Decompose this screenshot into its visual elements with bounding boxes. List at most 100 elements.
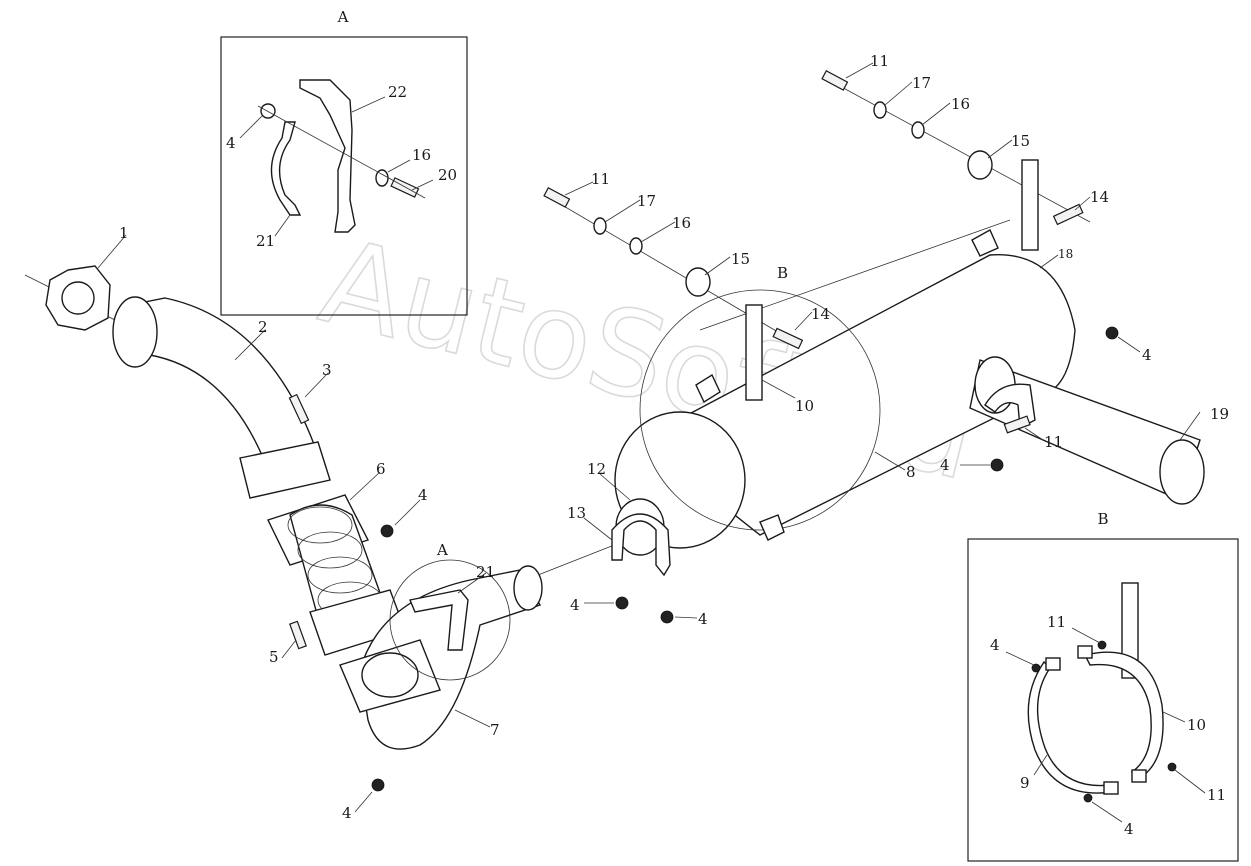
main-marker-a: A xyxy=(436,541,448,559)
bolt-14-left xyxy=(772,327,804,350)
nut-4-clamp-right xyxy=(660,610,674,624)
detail-b-label-11-upper: 11 xyxy=(1047,613,1066,631)
label-3: 3 xyxy=(322,361,332,379)
assembly-axis xyxy=(257,105,426,199)
label-4-upper-right: 4 xyxy=(1142,346,1152,364)
pipe-2-outlet-flange xyxy=(239,441,331,499)
ear-lower-left xyxy=(1103,781,1119,795)
pipe-2 xyxy=(129,297,319,471)
bolt-11-right xyxy=(821,70,849,91)
elbow-7-outlet xyxy=(513,565,543,611)
detail-a-label-22: 22 xyxy=(388,83,407,101)
label-4-tail: 4 xyxy=(940,456,950,474)
detail-a-inset: A 4 22 16 20 21 xyxy=(220,8,468,316)
detail-a-callout-circle xyxy=(389,559,511,681)
bracket-10-tab-2 xyxy=(759,514,785,541)
label-19: 19 xyxy=(1210,405,1229,423)
label-18: 18 xyxy=(1058,247,1073,261)
bellows-6-ridge-2 xyxy=(297,531,363,569)
bolt-5 xyxy=(289,620,307,650)
detail-a-frame xyxy=(220,36,468,316)
label-5: 5 xyxy=(269,648,279,666)
elbow-7-flange-bore xyxy=(361,652,419,698)
tailpipe-19-outlet xyxy=(1159,439,1205,505)
bolt-11-tail xyxy=(1003,415,1031,434)
bracket-18-tab xyxy=(971,229,999,257)
main-view: A B 1 2 3 6 4 5 4 7 21 13 12 4 4 11 17 1… xyxy=(24,52,1229,822)
label-10: 10 xyxy=(795,397,814,415)
washer-16-right xyxy=(911,121,925,139)
spacer-15-right xyxy=(967,150,993,180)
bolt-20 xyxy=(390,177,420,198)
nut-4-upper-right xyxy=(1105,326,1119,340)
detail-a-label-21: 21 xyxy=(256,232,275,250)
washer-16-left xyxy=(629,237,643,255)
label-13: 13 xyxy=(567,504,586,522)
nut-4-lower xyxy=(1083,793,1093,803)
bolt-3 xyxy=(288,393,310,425)
detail-a-label-16: 16 xyxy=(412,146,431,164)
bracket-22 xyxy=(299,79,356,233)
ear-upper-right xyxy=(1077,645,1093,659)
washer-17-left xyxy=(593,217,607,235)
flange-1-bore xyxy=(61,281,95,315)
bracket-18 xyxy=(1021,159,1039,251)
label-14-left: 14 xyxy=(811,305,830,323)
label-16-right: 16 xyxy=(951,95,970,113)
label-12: 12 xyxy=(587,460,606,478)
detail-b-callout-circle xyxy=(639,289,881,531)
detail-b-label-4-upper: 4 xyxy=(990,636,1000,654)
bellows-6-ridge-3 xyxy=(307,556,373,594)
ear-upper-left xyxy=(1045,657,1061,671)
label-17-left: 17 xyxy=(637,192,656,210)
clamp-13 xyxy=(611,513,671,577)
detail-a-label-4: 4 xyxy=(226,134,236,152)
label-7: 7 xyxy=(490,721,500,739)
detail-b-frame xyxy=(967,538,1239,862)
clamp-21 xyxy=(270,121,302,216)
label-1: 1 xyxy=(119,224,129,242)
nut-4-upper xyxy=(1031,663,1041,673)
label-11-right: 11 xyxy=(870,52,889,70)
nut-4-tail xyxy=(990,458,1004,472)
label-4-clamp-right: 4 xyxy=(698,610,708,628)
detail-a-label-20: 20 xyxy=(438,166,457,184)
nut-4-elbow xyxy=(371,778,385,792)
axis-hw-right xyxy=(824,77,1091,223)
detail-b-label-9: 9 xyxy=(1020,774,1030,792)
label-16-left: 16 xyxy=(672,214,691,232)
detail-b-label-4-lower: 4 xyxy=(1124,820,1134,838)
label-4-bellows: 4 xyxy=(418,486,428,504)
bracket-10-tab-1 xyxy=(695,373,721,404)
bolt-11-left xyxy=(543,187,571,208)
nut-4-bellows xyxy=(380,524,394,538)
bolt-11-lower xyxy=(1167,762,1177,772)
detail-b-label-11-lower: 11 xyxy=(1207,786,1226,804)
main-marker-b: B xyxy=(777,264,788,282)
clamp-ring-9 xyxy=(1027,660,1113,794)
label-2: 2 xyxy=(258,318,268,336)
pipe-2-inlet-flange xyxy=(112,296,158,368)
clamp-21-installed xyxy=(409,589,469,651)
label-11-left: 11 xyxy=(591,170,610,188)
label-6: 6 xyxy=(376,460,386,478)
ear-lower-right xyxy=(1131,769,1147,783)
label-14-right: 14 xyxy=(1090,188,1109,206)
spacer-15-left xyxy=(685,267,711,297)
label-4-clamp-left: 4 xyxy=(570,596,580,614)
detail-b-inset: B 4 11 10 9 11 4 xyxy=(967,510,1239,862)
label-21: 21 xyxy=(476,563,495,581)
detail-a-title: A xyxy=(337,8,349,26)
label-15-left: 15 xyxy=(731,250,750,268)
label-4-elbow: 4 xyxy=(342,804,352,822)
detail-b-label-10: 10 xyxy=(1187,716,1206,734)
bellows-6-ridge-1 xyxy=(287,506,353,544)
label-8: 8 xyxy=(906,463,916,481)
bracket-10 xyxy=(745,304,763,401)
elbow-7 xyxy=(359,569,542,750)
label-17-right: 17 xyxy=(912,74,931,92)
label-15-right: 15 xyxy=(1011,132,1030,150)
nut-4 xyxy=(260,103,276,119)
nut-4-clamp-left xyxy=(615,596,629,610)
